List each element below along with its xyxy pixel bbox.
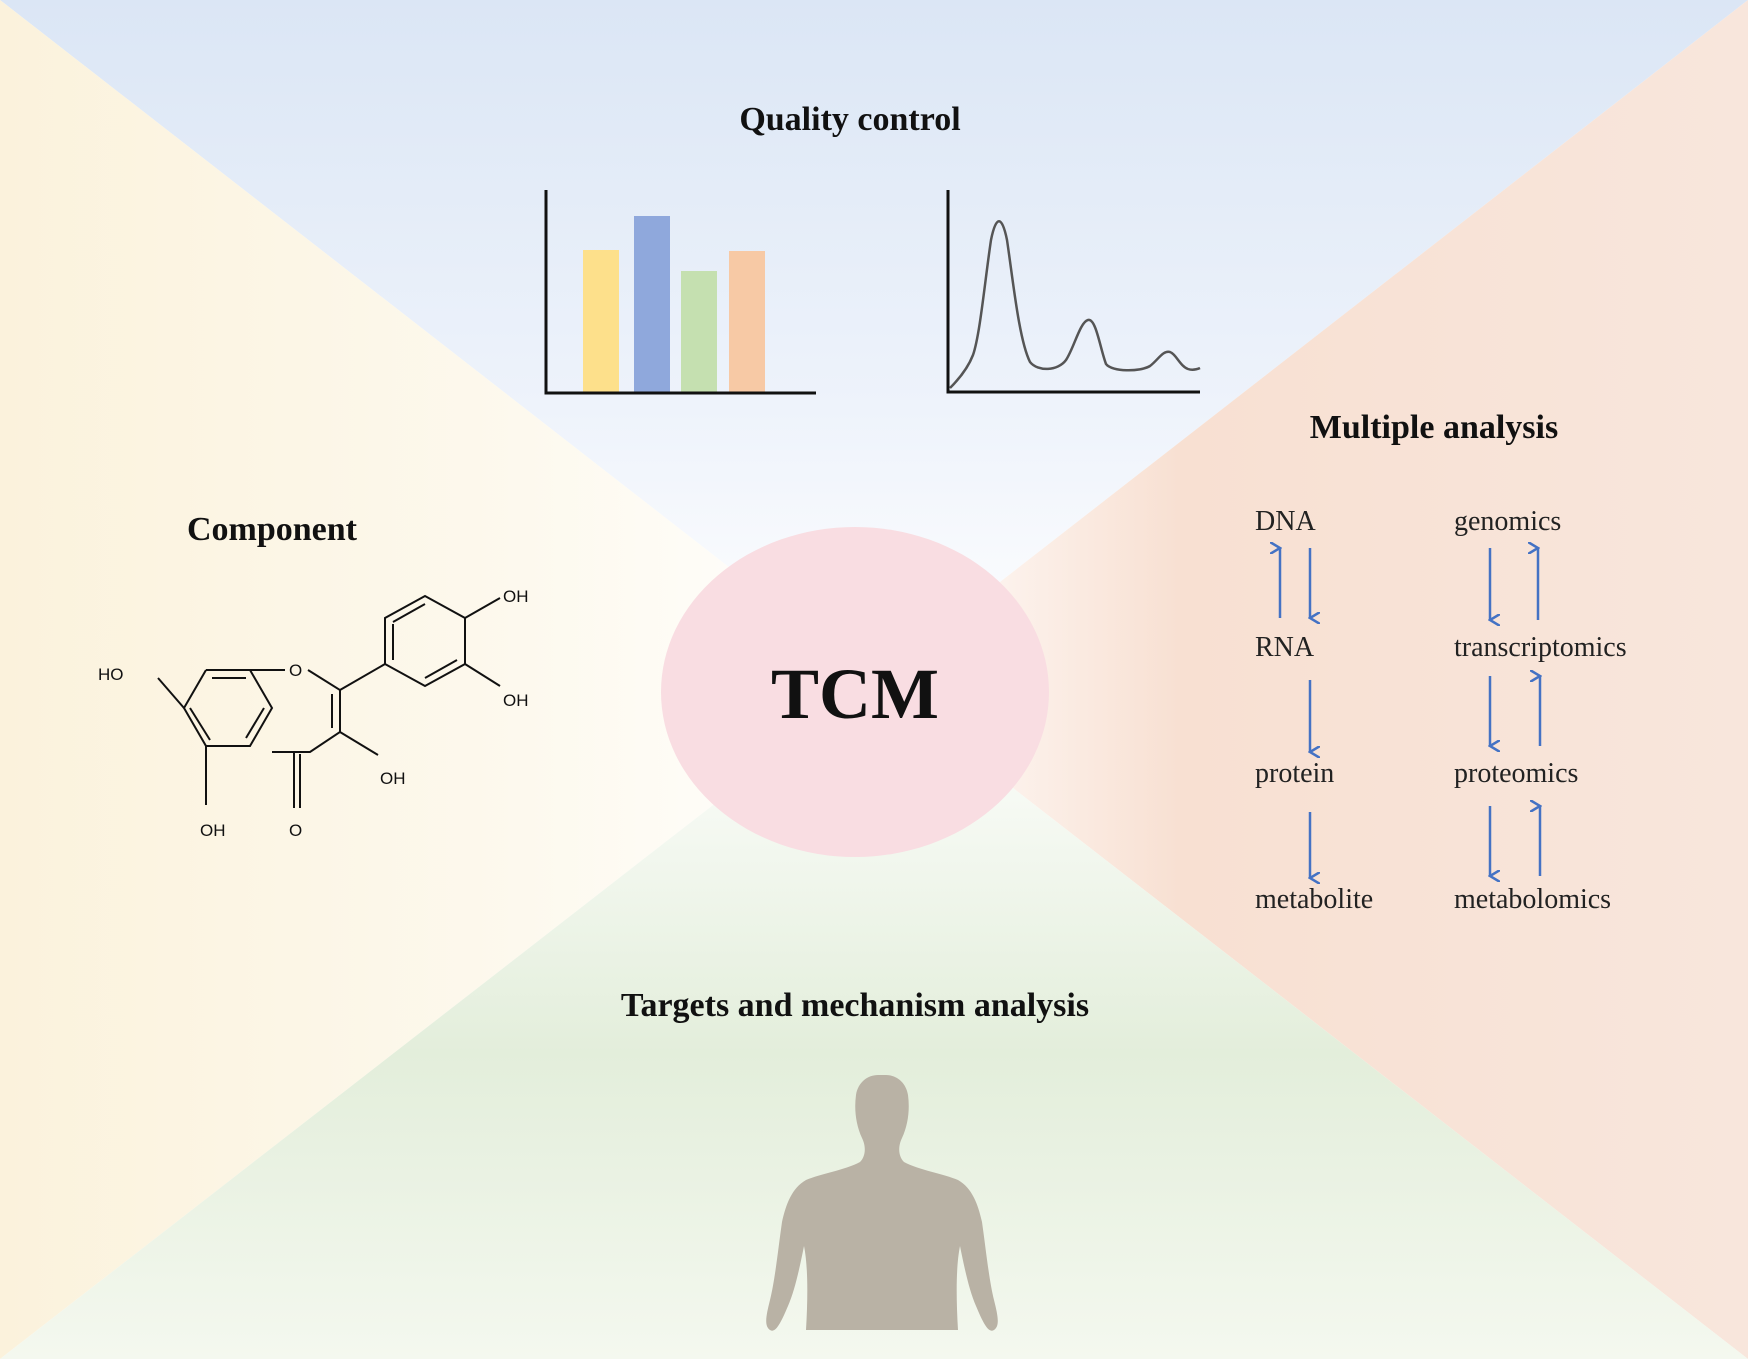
quality-control-title: Quality control — [739, 101, 960, 138]
omics-right-4: metabolomics — [1454, 884, 1611, 915]
tcm-label: TCM — [771, 654, 939, 734]
quality-control-region — [0, 0, 1748, 680]
targets-region — [0, 680, 1748, 1359]
omics-right-2: transcriptomics — [1454, 632, 1627, 663]
tcm-center-ellipse — [661, 527, 1049, 857]
bar-2 — [634, 216, 670, 393]
component-title: Component — [187, 511, 358, 548]
targets-mechanism-title: Targets and mechanism analysis — [621, 987, 1089, 1024]
omics-panel: DNA RNA protein metabolite genomics tran… — [1255, 506, 1627, 915]
omics-left-4: metabolite — [1255, 884, 1373, 915]
flavonoid-molecule-icon — [157, 594, 501, 808]
molecule-oh-top-right: OH — [503, 587, 529, 606]
molecule-oh-bottom: OH — [200, 821, 226, 840]
chromatogram-trace — [949, 220, 1201, 389]
bar-chart-icon — [544, 190, 816, 395]
omics-right-3: proteomics — [1454, 758, 1578, 789]
bar-chart-axes — [544, 190, 816, 395]
molecule-oh-mid-right: OH — [503, 691, 529, 710]
omics-right-1: genomics — [1454, 506, 1561, 537]
multiple-analysis-region — [874, 0, 1748, 1359]
omics-left-2: RNA — [1255, 632, 1315, 663]
human-silhouette-icon — [766, 1075, 998, 1331]
omics-left-1: DNA — [1255, 506, 1316, 537]
chromatogram-axes — [946, 190, 1200, 394]
bar-4 — [729, 251, 765, 393]
molecule-oh-c3: OH — [380, 769, 406, 788]
molecule-ho-left: HO — [98, 665, 124, 684]
bar-1 — [583, 250, 619, 393]
molecule-carbonyl-o: O — [289, 821, 302, 840]
chromatogram-icon — [946, 190, 1201, 394]
multiple-analysis-title: Multiple analysis — [1310, 409, 1558, 446]
molecule-ring-o: O — [289, 661, 302, 680]
bar-3 — [681, 271, 717, 393]
omics-left-3: protein — [1255, 758, 1334, 789]
